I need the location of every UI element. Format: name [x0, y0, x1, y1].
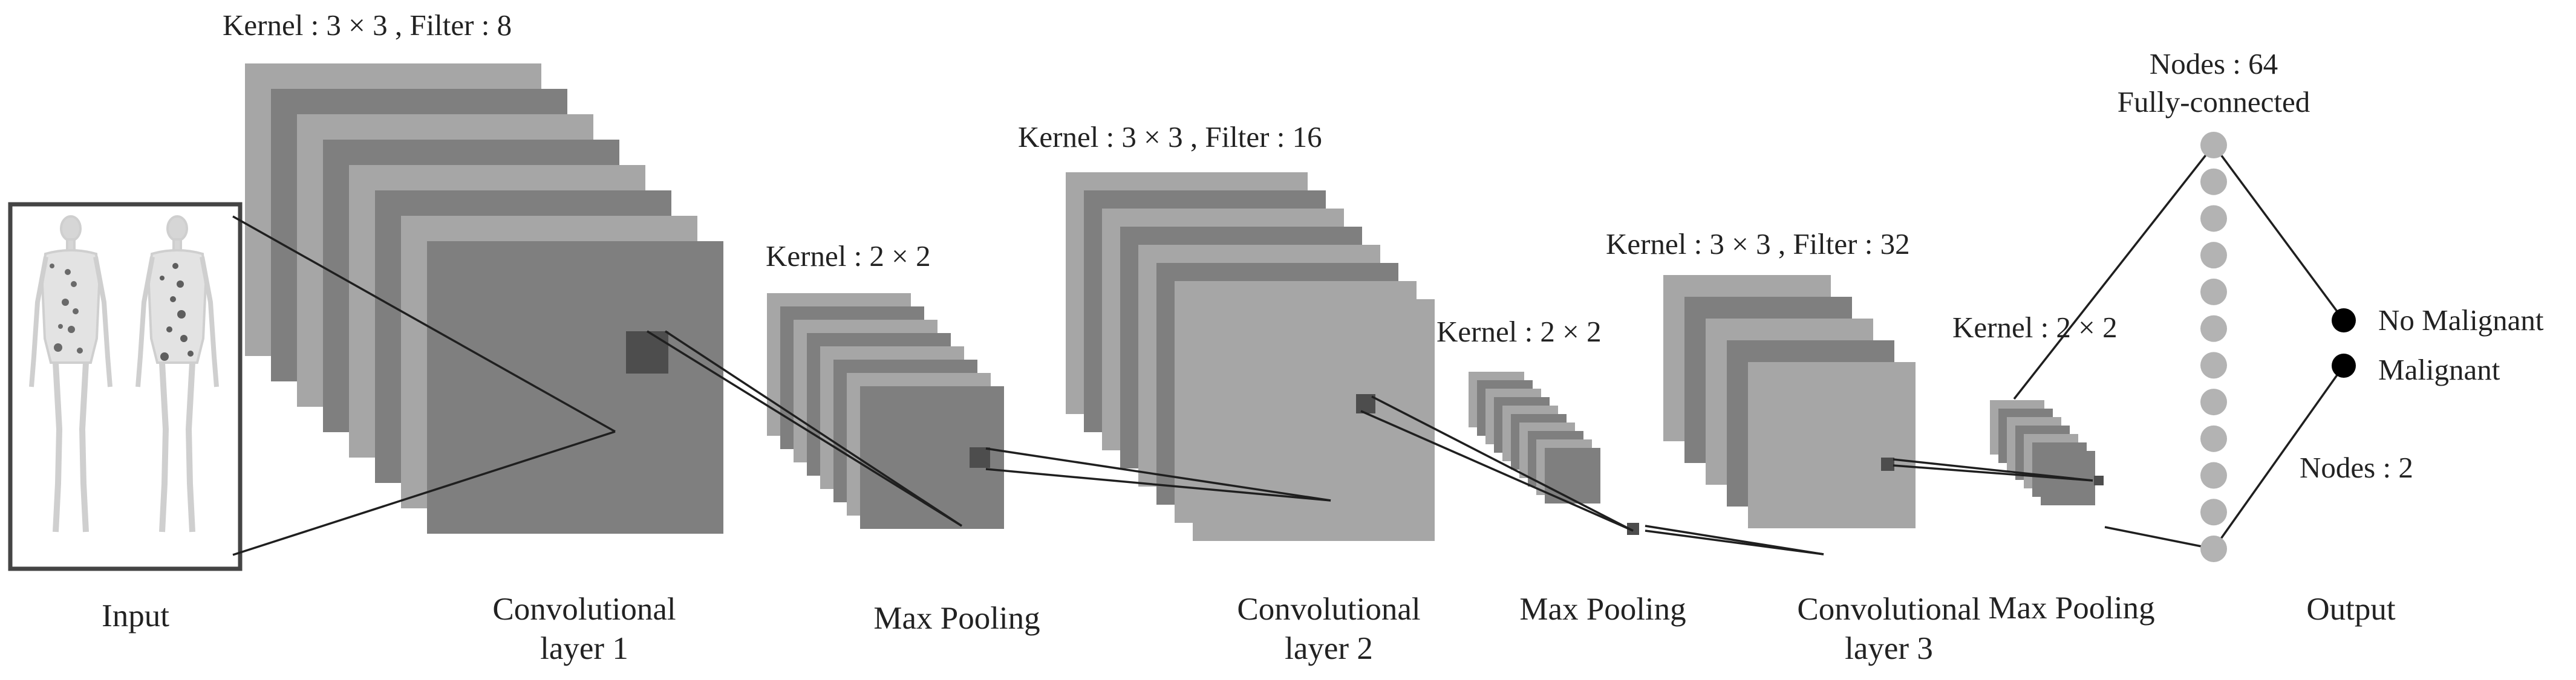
dense-node: [2200, 205, 2227, 232]
conv3-kernel-window: [1881, 458, 1894, 471]
connector-line: [232, 430, 616, 556]
connector-line: [2212, 144, 2345, 322]
connector-line: [665, 330, 962, 527]
dense-node: [2200, 352, 2227, 379]
dense-node: [2200, 132, 2227, 158]
connector-lines: [232, 144, 2345, 556]
conv2-kernel-annotation: Kernel : 3 × 3 , Filter : 16: [1018, 120, 1322, 154]
dense-type-annotation: Fully-connected: [2118, 85, 2310, 118]
pool2-kernel-window: [1627, 523, 1639, 535]
pool1-label: Max Pooling: [873, 601, 1040, 636]
conv3-label-line2: layer 3: [1845, 631, 1933, 666]
connector-line: [2212, 364, 2345, 550]
pool3-kernel-annotation: Kernel : 2 × 2: [1952, 311, 2118, 344]
input-block: Input: [8, 202, 243, 633]
output-node-malignant: [2332, 354, 2356, 378]
dense-node: [2200, 278, 2227, 305]
conv3-label-line1: Convolutional: [1797, 592, 1980, 627]
pool2-front-feature-map: [1545, 448, 1600, 504]
input-label: Input: [102, 598, 169, 633]
conv3-kernel-annotation: Kernel : 3 × 3 , Filter : 32: [1606, 227, 1910, 261]
output-class-malignant: Malignant: [2378, 353, 2500, 386]
dense-node: [2200, 462, 2227, 489]
pool1-kernel-annotation: Kernel : 2 × 2: [766, 239, 931, 273]
pool3-label: Max Pooling: [1988, 591, 2154, 626]
pool2-label: Max Pooling: [1519, 592, 1686, 627]
conv2-label-line2: layer 2: [1285, 631, 1373, 666]
connector-line: [1360, 410, 1634, 532]
conv1-label-line1: Convolutional: [492, 592, 676, 627]
connector-line: [2104, 526, 2214, 550]
conv1-label-line2: layer 1: [540, 631, 628, 666]
output-class-no-malignant: No Malignant: [2378, 303, 2544, 337]
connector-line: [2013, 144, 2215, 400]
pool3-kernel-window: [2094, 476, 2104, 485]
output-label: Output: [2306, 592, 2396, 627]
pool1-kernel-window: [970, 447, 990, 468]
connector-line: [1893, 464, 2093, 482]
conv1-front-feature-map: [427, 241, 723, 534]
connector-line: [985, 447, 1331, 502]
conv1-kernel-annotation: Kernel : 3 × 3 , Filter : 8: [223, 8, 512, 42]
hotspots-posterior: [160, 263, 194, 361]
connector-line: [647, 330, 962, 527]
hotspots-anterior: [50, 264, 83, 354]
dense-node: [2200, 242, 2227, 269]
pool2-kernel-annotation: Kernel : 2 × 2: [1436, 315, 1602, 348]
bone-scan-image: [29, 215, 219, 533]
dense-node: [2200, 536, 2227, 562]
dense-layer-nodes: [2200, 132, 2227, 562]
connector-line: [232, 215, 616, 433]
dense-node: [2200, 425, 2227, 452]
connector-line: [1371, 395, 1634, 532]
output-nodes-annotation: Nodes : 2: [2300, 451, 2413, 484]
dense-node: [2200, 389, 2227, 416]
connector-line: [1645, 529, 1824, 555]
connector-line: [985, 468, 1331, 502]
dense-node: [2200, 315, 2227, 342]
conv1-kernel-window: [626, 331, 668, 374]
conv2-label-line1: Convolutional: [1237, 592, 1420, 627]
output-node-no-malignant: [2332, 308, 2356, 332]
dense-node: [2200, 499, 2227, 526]
dense-nodes-annotation: Nodes : 64: [2150, 47, 2278, 80]
conv3-front-feature-map: [1748, 362, 1916, 528]
dense-node: [2200, 168, 2227, 195]
skeleton-anterior: [29, 215, 112, 533]
output-nodes: [2332, 308, 2356, 378]
conv2-front-feature-map: [1193, 299, 1435, 541]
